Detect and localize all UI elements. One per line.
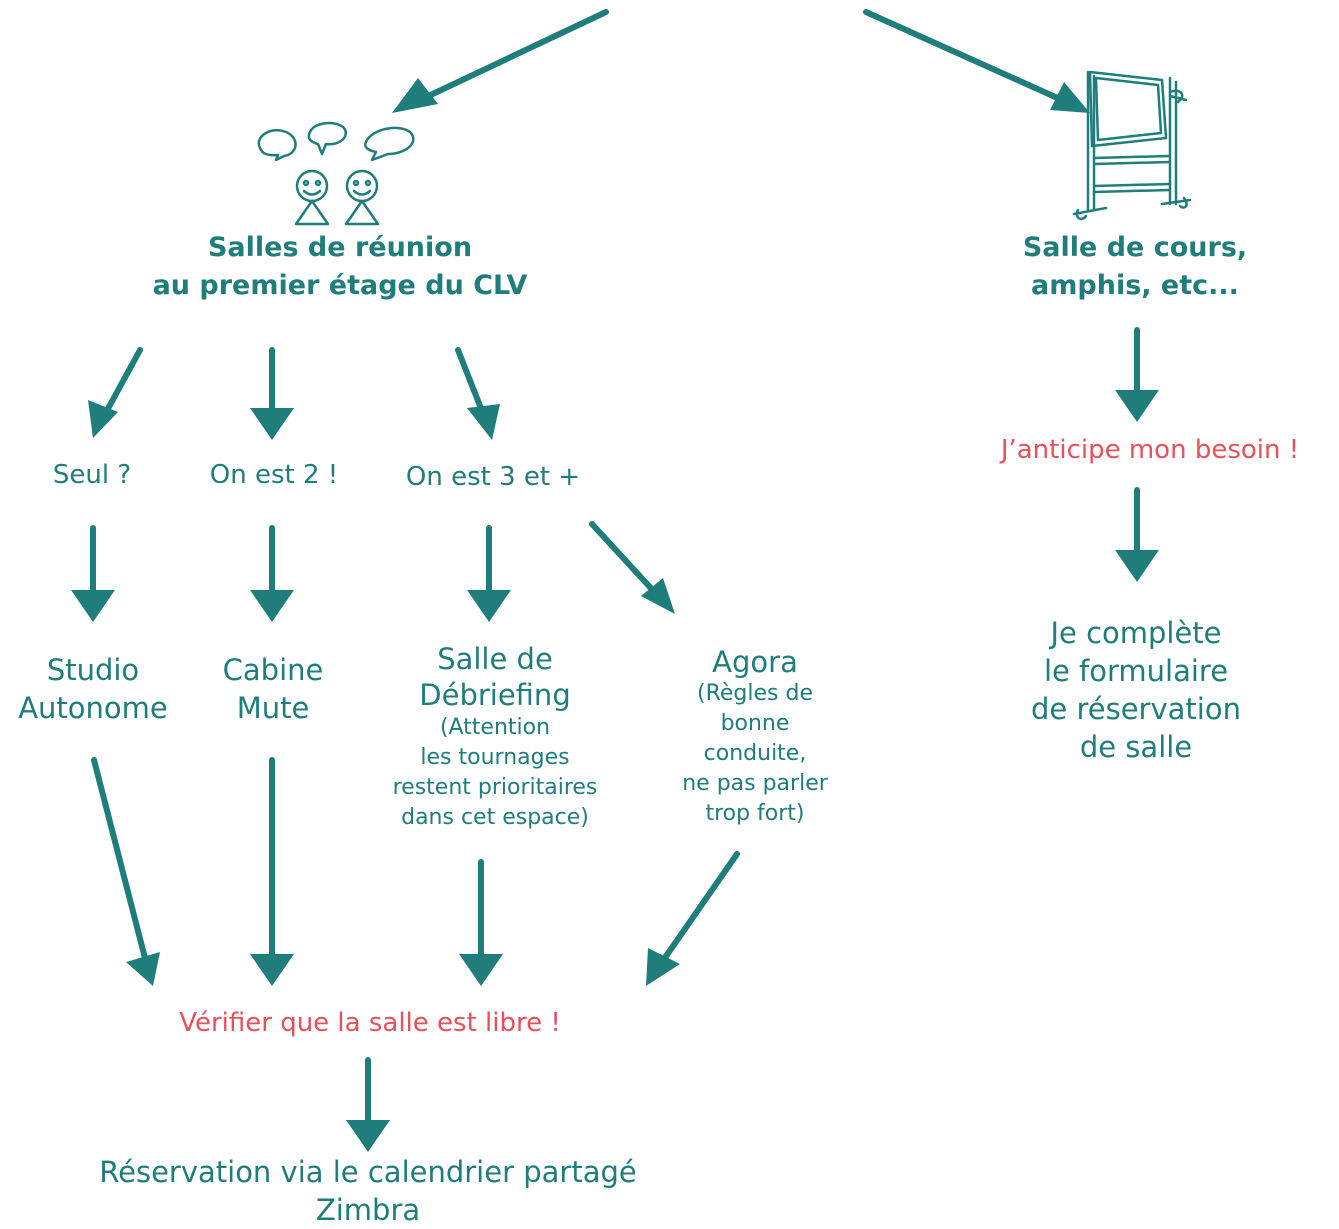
debriefing-note: (Attention les tournages restent priorit…: [360, 713, 630, 833]
arrow-to-agora: [589, 521, 663, 601]
arrowhead: [459, 954, 503, 986]
arrowhead: [392, 78, 438, 113]
meeting-rooms-title-line2: au premier étage du CLV: [152, 270, 528, 301]
arrow-agora-to-check: [659, 851, 740, 965]
agora-note-line: trop fort): [705, 801, 805, 826]
reservation-label-line2: Zimbra: [315, 1193, 421, 1227]
arrowhead: [1050, 82, 1090, 113]
arrowhead: [250, 408, 294, 440]
debriefing-label-line1: Salle de: [437, 642, 553, 676]
agora-note-line: (Règles de: [697, 681, 813, 706]
arrow-to-classrooms: [863, 9, 1065, 103]
people-talking-icon: [257, 121, 415, 226]
debriefing-note-line: dans cet espace): [401, 805, 589, 830]
form-label-line2: le formulaire: [1043, 654, 1229, 688]
debriefing-label: Salle de Débriefing (Attention les tourn…: [360, 641, 630, 833]
three-plus-label: On est 3 et +: [405, 462, 581, 492]
agora-note-line: conduite,: [703, 741, 807, 766]
arrowhead: [1115, 550, 1159, 582]
arrow-to-meeting-rooms: [417, 9, 609, 103]
studio-label-line1: Studio: [46, 653, 140, 687]
reservation-label: Réservation via le calendrier partagé Zi…: [40, 1153, 696, 1229]
agora-label: Agora (Règles de bonne conduite, ne pas …: [650, 645, 860, 829]
agora-note-line: bonne: [720, 711, 790, 736]
cabine-label-line2: Mute: [236, 691, 310, 725]
agora-note: (Règles de bonne conduite, ne pas parler…: [650, 679, 860, 829]
arrow-to-three-plus: [455, 347, 487, 419]
check-free-label: Vérifier que la salle est libre !: [179, 1008, 561, 1038]
debriefing-note-line: restent prioritaires: [392, 775, 598, 800]
arrowhead: [250, 954, 294, 986]
arrowhead: [346, 1120, 390, 1152]
arrow-to-alone: [101, 347, 143, 419]
arrowhead: [467, 590, 511, 622]
classrooms-title: Salle de cours, amphis, etc...: [1000, 229, 1270, 305]
anticipate-label: J’anticipe mon besoin !: [1000, 435, 1300, 465]
arrowhead: [467, 404, 500, 440]
arrowhead: [646, 948, 680, 986]
reservation-label-line1: Réservation via le calendrier partagé: [99, 1155, 637, 1189]
arrowhead: [1115, 390, 1159, 422]
classrooms-title-line1: Salle de cours,: [1022, 232, 1248, 263]
debriefing-note-line: (Attention: [439, 715, 551, 740]
meeting-rooms-title: Salles de réunion au premier étage du CL…: [90, 229, 590, 305]
cabine-label-line1: Cabine: [222, 653, 324, 687]
cabine-label: Cabine Mute: [198, 651, 348, 727]
form-label-line1: Je complète: [1050, 616, 1222, 650]
arrowhead: [71, 590, 115, 622]
arrowhead: [88, 400, 118, 438]
arrow-studio-to-check: [91, 757, 149, 965]
arrowhead: [126, 952, 160, 986]
studio-label-line2: Autonome: [18, 691, 168, 725]
two-label: On est 2 !: [209, 460, 339, 490]
alone-label: Seul ?: [52, 460, 132, 490]
agora-note-line: ne pas parler: [682, 771, 828, 796]
arrowhead: [250, 590, 294, 622]
agora-label-line1: Agora: [712, 645, 798, 679]
classrooms-title-line2: amphis, etc...: [1031, 270, 1239, 301]
debriefing-label-line2: Débriefing: [419, 678, 571, 712]
whiteboard-icon: [1072, 70, 1192, 221]
meeting-rooms-title-line1: Salles de réunion: [207, 232, 473, 263]
arrowhead: [641, 578, 675, 614]
form-label: Je complète le formulaire de réservation…: [990, 614, 1282, 766]
studio-label: Studio Autonome: [0, 651, 186, 727]
form-label-line4: de salle: [1079, 730, 1193, 764]
debriefing-note-line: les tournages: [420, 745, 570, 770]
form-label-line3: de réservation: [1031, 692, 1241, 726]
